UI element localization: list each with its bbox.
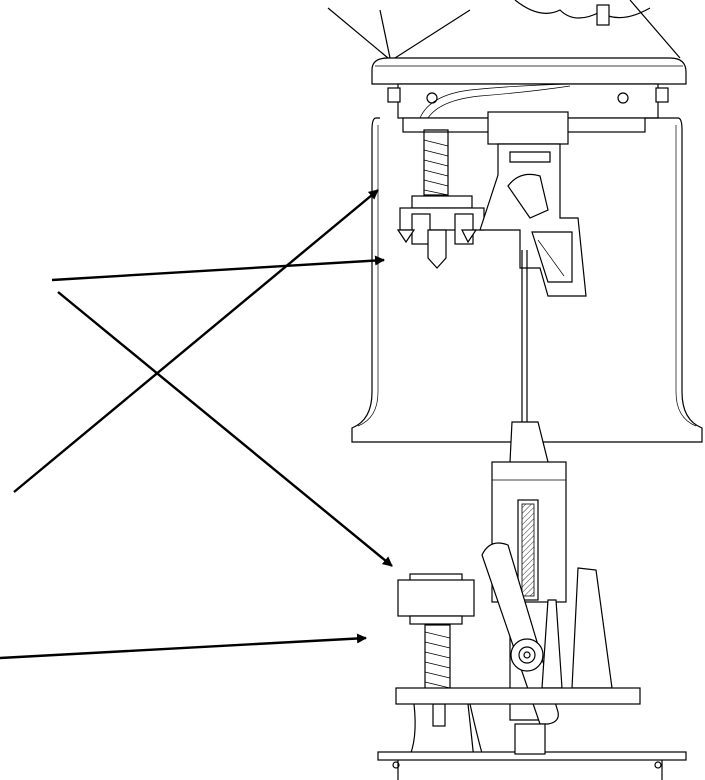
leader-arrow-3 — [57, 291, 393, 567]
leader-arrows — [0, 189, 393, 660]
base-plate — [377, 687, 687, 780]
leader-arrow-1 — [13, 189, 379, 493]
leader-arrow-2 — [51, 255, 385, 282]
lower-lever — [481, 542, 559, 725]
upper-threaded-stud — [396, 129, 485, 269]
leader-arrow-4 — [0, 633, 367, 660]
lower-threaded-stud — [397, 573, 475, 727]
cable — [521, 250, 528, 422]
upper-latch — [479, 111, 587, 297]
top-cap — [327, 0, 687, 85]
